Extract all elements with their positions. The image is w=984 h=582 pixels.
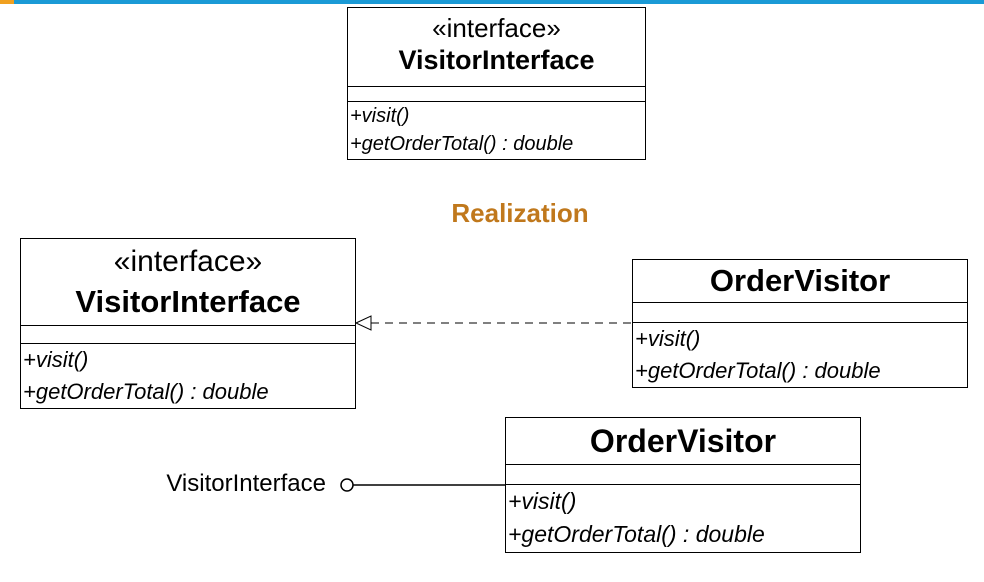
stereotype-label: «interface» <box>113 245 263 278</box>
operations-compartment: +visit() +getOrderTotal() : double <box>21 344 355 408</box>
order-visitor-class-realization: OrderVisitor +visit() +getOrderTotal() :… <box>632 259 968 388</box>
operation-visit: +visit() <box>635 326 701 351</box>
realization-title: Realization <box>451 198 589 228</box>
attributes-compartment <box>506 465 860 485</box>
attributes-compartment <box>21 326 355 344</box>
order-visitor-class-lollipop: OrderVisitor +visit() +getOrderTotal() :… <box>505 417 861 553</box>
operations-compartment: +visit() +getOrderTotal() : double <box>348 102 645 158</box>
attributes-compartment <box>348 87 645 102</box>
visitor-interface-class-realized: «interface» VisitorInterface +visit() +g… <box>20 238 356 409</box>
top-accent-bar <box>0 0 984 4</box>
class-header: OrderVisitor <box>633 260 967 303</box>
realization-hollow-arrowhead <box>354 315 372 331</box>
operations-compartment: +visit() +getOrderTotal() : double <box>633 323 967 387</box>
class-name: VisitorInterface <box>75 284 301 319</box>
operation-visit: +visit() <box>350 105 410 127</box>
class-header: «interface» VisitorInterface <box>348 8 645 87</box>
attributes-compartment <box>633 303 967 323</box>
operations-compartment: +visit() +getOrderTotal() : double <box>506 485 860 551</box>
lollipop-interface-label: VisitorInterface <box>166 470 326 497</box>
operation-get-order-total: +getOrderTotal() : double <box>23 379 269 404</box>
operation-get-order-total: +getOrderTotal() : double <box>635 358 881 383</box>
class-name: OrderVisitor <box>709 263 891 298</box>
top-accent-marker <box>0 0 14 4</box>
operation-visit: +visit() <box>508 488 577 514</box>
operation-get-order-total: +getOrderTotal() : double <box>350 133 574 155</box>
class-name: VisitorInterface <box>398 45 595 75</box>
operation-visit: +visit() <box>23 347 89 372</box>
class-name: OrderVisitor <box>589 423 777 459</box>
class-header: OrderVisitor <box>506 418 860 465</box>
visitor-interface-class-top: «interface» VisitorInterface +visit() +g… <box>347 7 646 160</box>
class-header: «interface» VisitorInterface <box>21 239 355 326</box>
stereotype-label: «interface» <box>432 13 561 43</box>
provided-interface-lollipop-circle <box>340 478 354 492</box>
operation-get-order-total: +getOrderTotal() : double <box>508 521 765 547</box>
